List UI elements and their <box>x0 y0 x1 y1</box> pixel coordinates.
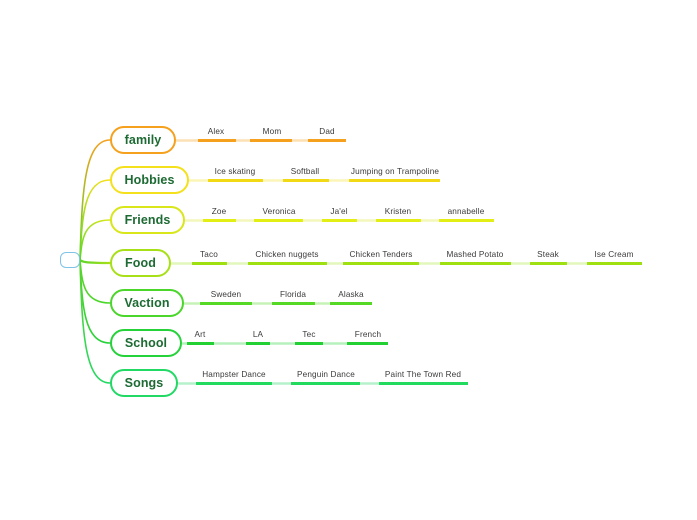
branch-node-label: family <box>124 133 162 147</box>
connector-hobbies <box>79 179 111 261</box>
connector-friends <box>79 219 111 261</box>
connector-food <box>78 258 112 265</box>
branch-node-family[interactable]: family <box>110 126 176 154</box>
leaf-label[interactable]: Chicken nuggets <box>255 250 319 259</box>
leaf-label[interactable]: Softball <box>290 167 320 176</box>
branch-node-food[interactable]: Food <box>110 249 171 277</box>
leaf-label[interactable]: Jumping on Trampoline <box>350 167 440 176</box>
leaf-label[interactable]: Ise Cream <box>594 250 634 259</box>
branch-node-vaction[interactable]: Vaction <box>110 289 184 317</box>
branch-node-school[interactable]: School <box>110 329 182 357</box>
branch-node-hobbies[interactable]: Hobbies <box>110 166 189 194</box>
leaf-label[interactable]: Alex <box>207 127 225 136</box>
leaf-label[interactable]: French <box>354 330 382 339</box>
leaf-label[interactable]: Florida <box>279 290 307 299</box>
leaf-label[interactable]: Mashed Potato <box>446 250 504 259</box>
leaf-label[interactable]: Zoe <box>211 207 227 216</box>
branch-node-songs[interactable]: Songs <box>110 369 178 397</box>
leaf-label[interactable]: Tec <box>302 330 316 339</box>
connector-family <box>79 139 111 261</box>
leaf-label[interactable]: annabelle <box>447 207 485 216</box>
leaf-label[interactable]: Kristen <box>384 207 412 216</box>
branch-node-label: Friends <box>124 213 171 227</box>
leaf-label[interactable]: LA <box>252 330 264 339</box>
leaf-label[interactable]: Mom <box>262 127 282 136</box>
leaf-label[interactable]: Chicken Tenders <box>349 250 413 259</box>
leaf-label[interactable]: Penguin Dance <box>297 370 355 379</box>
leaf-label[interactable]: Dad <box>319 127 335 136</box>
leaf-label[interactable]: Hampster Dance <box>202 370 266 379</box>
leaf-label[interactable]: Veronica <box>262 207 296 216</box>
connector-school <box>79 259 111 344</box>
leaf-label[interactable]: Taco <box>200 250 218 259</box>
connector-songs <box>79 259 111 384</box>
connector-vaction <box>79 259 111 304</box>
leaf-label[interactable]: Sweden <box>210 290 242 299</box>
leaf-label[interactable]: Alaska <box>338 290 364 299</box>
branch-node-label: School <box>124 336 168 350</box>
root-node[interactable] <box>60 252 80 268</box>
branch-node-label: Songs <box>124 376 164 390</box>
branch-node-label: Vaction <box>124 296 170 310</box>
leaf-label[interactable]: Steak <box>537 250 559 259</box>
branch-node-label: Food <box>125 256 156 270</box>
leaf-label[interactable]: Ja'el <box>330 207 348 216</box>
leaf-label[interactable]: Ice skating <box>214 167 256 176</box>
branch-node-friends[interactable]: Friends <box>110 206 185 234</box>
leaf-label[interactable]: Paint The Town Red <box>384 370 462 379</box>
branch-node-label: Hobbies <box>124 173 175 187</box>
leaf-label[interactable]: Art <box>194 330 206 339</box>
